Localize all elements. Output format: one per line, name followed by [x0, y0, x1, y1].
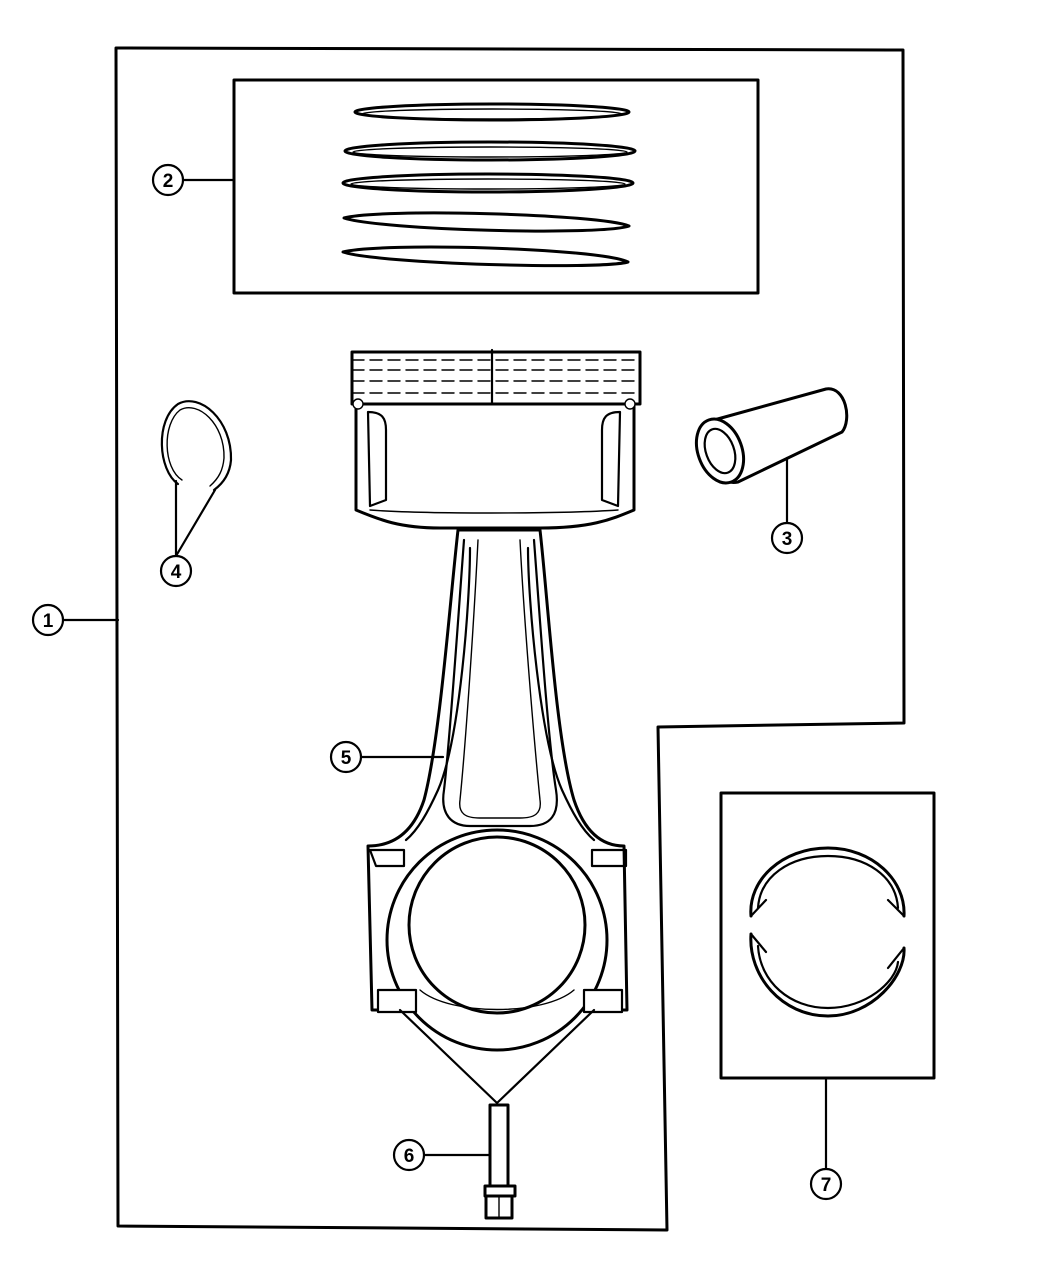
callout-6: 6 [392, 1138, 426, 1172]
svg-text:1: 1 [43, 611, 54, 632]
leader-lines [61, 178, 828, 1170]
svg-text:4: 4 [171, 562, 182, 583]
kit-outline [114, 46, 906, 1232]
svg-text:5: 5 [341, 748, 352, 769]
piston-rings-icon [232, 78, 760, 295]
bearing-icon [719, 791, 936, 1080]
piston-icon [350, 348, 642, 530]
svg-text:2: 2 [163, 171, 174, 192]
connecting-rod-icon [366, 528, 629, 1052]
callout-2: 2 [151, 163, 185, 197]
svg-text:3: 3 [782, 529, 793, 550]
callout-4: 4 [159, 554, 193, 588]
callout-1: 1 [31, 603, 65, 637]
svg-text:6: 6 [404, 1146, 415, 1167]
retainer-clip-icon [160, 400, 233, 492]
svg-text:7: 7 [821, 1175, 832, 1196]
callout-5: 5 [329, 740, 363, 774]
callout-7: 7 [809, 1167, 843, 1201]
bolt-icon [398, 1008, 596, 1220]
callout-3: 3 [770, 521, 804, 555]
piston-pin-icon [694, 387, 849, 485]
